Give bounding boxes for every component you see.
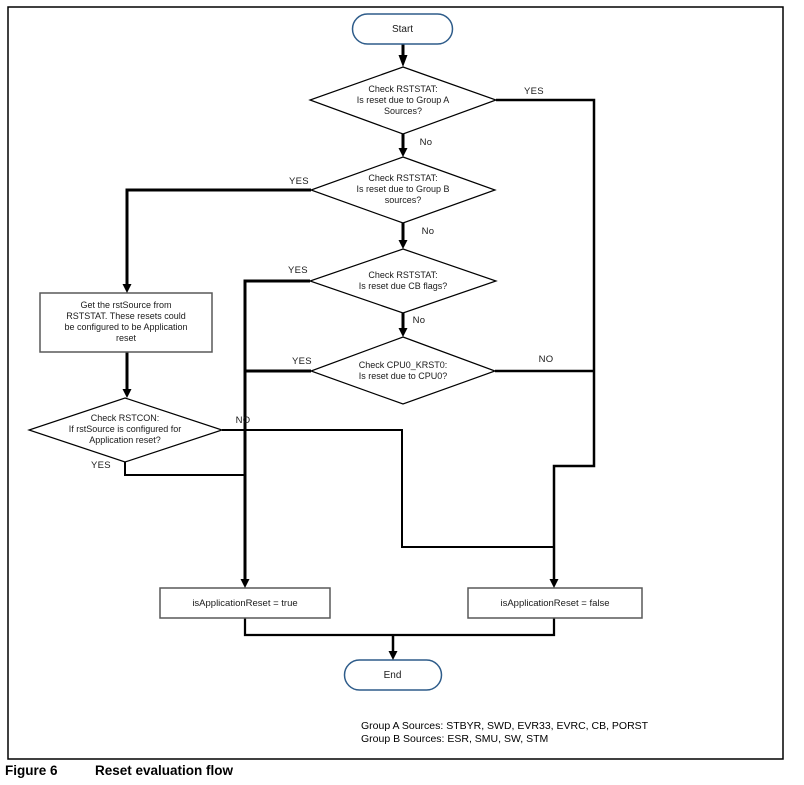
- arrowhead-into-false: [549, 579, 559, 588]
- group-a-sources-note: Group A Sources: STBYR, SWD, EVR33, EVRC…: [361, 720, 649, 732]
- decision-group-a-label: Check RSTSTAT: Is reset due to Group A S…: [356, 84, 450, 116]
- arrowhead-into-cb: [398, 240, 408, 249]
- edge-group-a-yes: [496, 98, 596, 584]
- edge-label-group-a-yes: YES: [524, 86, 544, 97]
- edge-rstcon-yes: [124, 462, 245, 476]
- group-b-sources-note: Group B Sources: ESR, SMU, SW, STM: [361, 732, 549, 745]
- decision-cpu0-label: Check CPU0_KRST0: Is reset due to CPU0?: [358, 360, 448, 381]
- arrowheads: [122, 55, 559, 660]
- edge-label-rstcon-yes: YES: [91, 460, 111, 471]
- arrowhead-into-cpu0: [398, 328, 408, 337]
- decision-group-b-label: Check RSTSTAT: Is reset due to Group B s…: [356, 173, 450, 205]
- edge-cb-yes: [243, 279, 310, 584]
- decision-rstcon-shape: [27, 397, 224, 463]
- edge-label-cpu0-no: NO: [538, 354, 554, 365]
- process-false-label: isApplicationReset = false: [500, 597, 610, 609]
- edge-label-group-a-no: No: [419, 137, 433, 148]
- start-terminal-shape: [351, 13, 454, 45]
- arrowhead-into-group-b: [398, 148, 408, 157]
- edge-label-rstcon-no: NO: [235, 415, 251, 426]
- flowchart-shapes: [27, 13, 643, 691]
- edge-label-group-b-yes: YES: [289, 176, 309, 187]
- decision-cpu0-shape: [309, 336, 497, 405]
- process-true-label: isApplicationReset = true: [192, 597, 298, 609]
- process-false-shape: [467, 587, 643, 619]
- edge-rstcon-no: [222, 429, 554, 548]
- figure-caption-label: Figure 6: [5, 763, 58, 778]
- process-get-rstsource-label: Get the rstSource from RSTSTAT. These re…: [64, 300, 188, 343]
- arrowhead-into-rstcon: [122, 389, 132, 398]
- edge-label-cpu0-yes: YES: [292, 356, 312, 367]
- figure-caption-title: Reset evaluation flow: [95, 763, 234, 778]
- process-get-rstsource-shape: [39, 292, 213, 353]
- decision-cb-flags-shape: [308, 248, 498, 314]
- arrowhead-into-rect: [122, 284, 132, 293]
- figure-border: [7, 6, 784, 760]
- arrowhead-into-true: [240, 579, 250, 588]
- edge-group-b-yes: [125, 188, 311, 289]
- start-terminal-label: Start: [391, 23, 414, 35]
- decision-group-a-shape: [308, 66, 498, 135]
- end-terminal-label: End: [383, 669, 402, 681]
- arrowhead-into-group-a: [398, 55, 408, 67]
- edge-label-cb-yes: YES: [288, 265, 308, 276]
- decision-group-b-shape: [309, 156, 497, 224]
- decision-cb-flags-label: Check RSTSTAT: Is reset due CB flags?: [358, 270, 448, 291]
- edge-merge-to-end: [243, 618, 556, 637]
- source-notes: Group A Sources: STBYR, SWD, EVR33, EVRC…: [361, 720, 648, 745]
- decision-rstcon-label: Check RSTCON: If rstSource is configured…: [68, 413, 182, 445]
- connector-lines: [124, 98, 596, 656]
- edge-label-group-b-no: No: [421, 226, 435, 237]
- arrowhead-into-end: [388, 651, 398, 660]
- edge-label-cb-no: No: [412, 315, 426, 326]
